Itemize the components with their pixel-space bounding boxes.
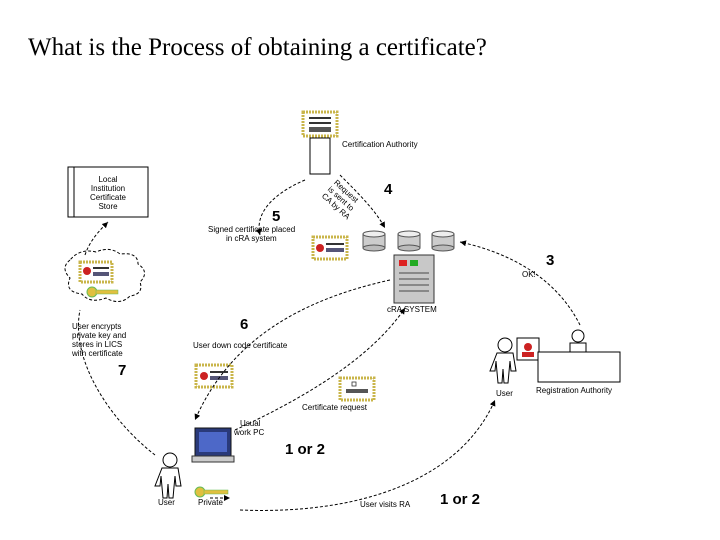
user-bottom-icon bbox=[154, 452, 182, 499]
cra-server-icon bbox=[393, 254, 435, 304]
step-number-1or2-b: 1 or 2 bbox=[440, 491, 481, 508]
local-store-line: Institution bbox=[90, 184, 126, 193]
local-store-line: Certificate bbox=[89, 193, 126, 202]
step3-label: OK! bbox=[522, 270, 536, 279]
step5-line: in cRA system bbox=[226, 234, 277, 243]
step-number-6: 6 bbox=[240, 316, 249, 333]
downloaded-certificate-icon bbox=[194, 363, 234, 389]
step6-label: User down code certificate bbox=[193, 341, 288, 350]
encrypted-cloud-icon bbox=[64, 248, 145, 302]
step7-line: stores in LICS bbox=[72, 340, 123, 349]
arrow-to-store bbox=[84, 221, 109, 256]
step7-line: private key and bbox=[72, 331, 127, 340]
registration-authority-icon bbox=[537, 329, 621, 383]
certificate-request-label: Certificate request bbox=[302, 403, 367, 412]
arrow-step7 bbox=[78, 309, 156, 456]
step5-line: Signed certificate placed bbox=[208, 225, 296, 234]
database-icons bbox=[362, 230, 455, 252]
step-number-5: 5 bbox=[272, 208, 281, 225]
work-pc-icon bbox=[191, 427, 235, 463]
cra-system-label: cRA SYSTEM bbox=[387, 305, 437, 314]
user-visits-label: User visits RA bbox=[360, 500, 411, 509]
step7-line: with certificate bbox=[72, 349, 123, 358]
arrow-cert-request bbox=[234, 307, 406, 431]
step5-label: Signed certificate placed in cRA system bbox=[208, 225, 295, 243]
local-store-label: Local Institution Certificate Store bbox=[78, 175, 138, 211]
work-pc-line: Usual bbox=[240, 419, 261, 428]
step-number-3: 3 bbox=[546, 252, 555, 269]
step-number-7: 7 bbox=[118, 362, 127, 379]
arrow-step6 bbox=[194, 279, 391, 421]
work-pc-label: Usual work PC bbox=[234, 419, 264, 437]
arrow-user-visits bbox=[239, 399, 496, 511]
ca-certificate-icon bbox=[301, 110, 339, 138]
step-number-1or2-a: 1 or 2 bbox=[285, 441, 326, 458]
signed-certificate-icon bbox=[311, 235, 349, 261]
work-pc-line: work PC bbox=[234, 428, 265, 437]
step7-line: User encrypts bbox=[72, 322, 122, 331]
arrow-step4 bbox=[339, 174, 386, 229]
key-icon-private bbox=[194, 486, 229, 498]
local-store-line: Local bbox=[98, 175, 118, 184]
ca-server-icon bbox=[309, 137, 331, 175]
ca-label: Certification Authority bbox=[342, 140, 418, 149]
arrow-step5 bbox=[255, 179, 306, 236]
key-icon-cloud bbox=[86, 286, 119, 298]
certificate-request-icon bbox=[338, 376, 376, 402]
private-label: Private bbox=[198, 498, 223, 507]
step-number-4: 4 bbox=[384, 181, 393, 198]
local-store-line: Store bbox=[98, 202, 118, 211]
arrow-step3 bbox=[459, 240, 581, 326]
step7-label: User encrypts private key and stores in … bbox=[72, 322, 126, 358]
page-title: What is the Process of obtaining a certi… bbox=[28, 34, 487, 61]
local-store-box bbox=[67, 166, 149, 218]
user-right-icon bbox=[489, 337, 517, 384]
user-bottom-label: User bbox=[158, 498, 175, 507]
user-right-label: User bbox=[496, 389, 513, 398]
registration-authority-label: Registration Authority bbox=[536, 386, 613, 395]
id-card-icon bbox=[516, 337, 540, 361]
